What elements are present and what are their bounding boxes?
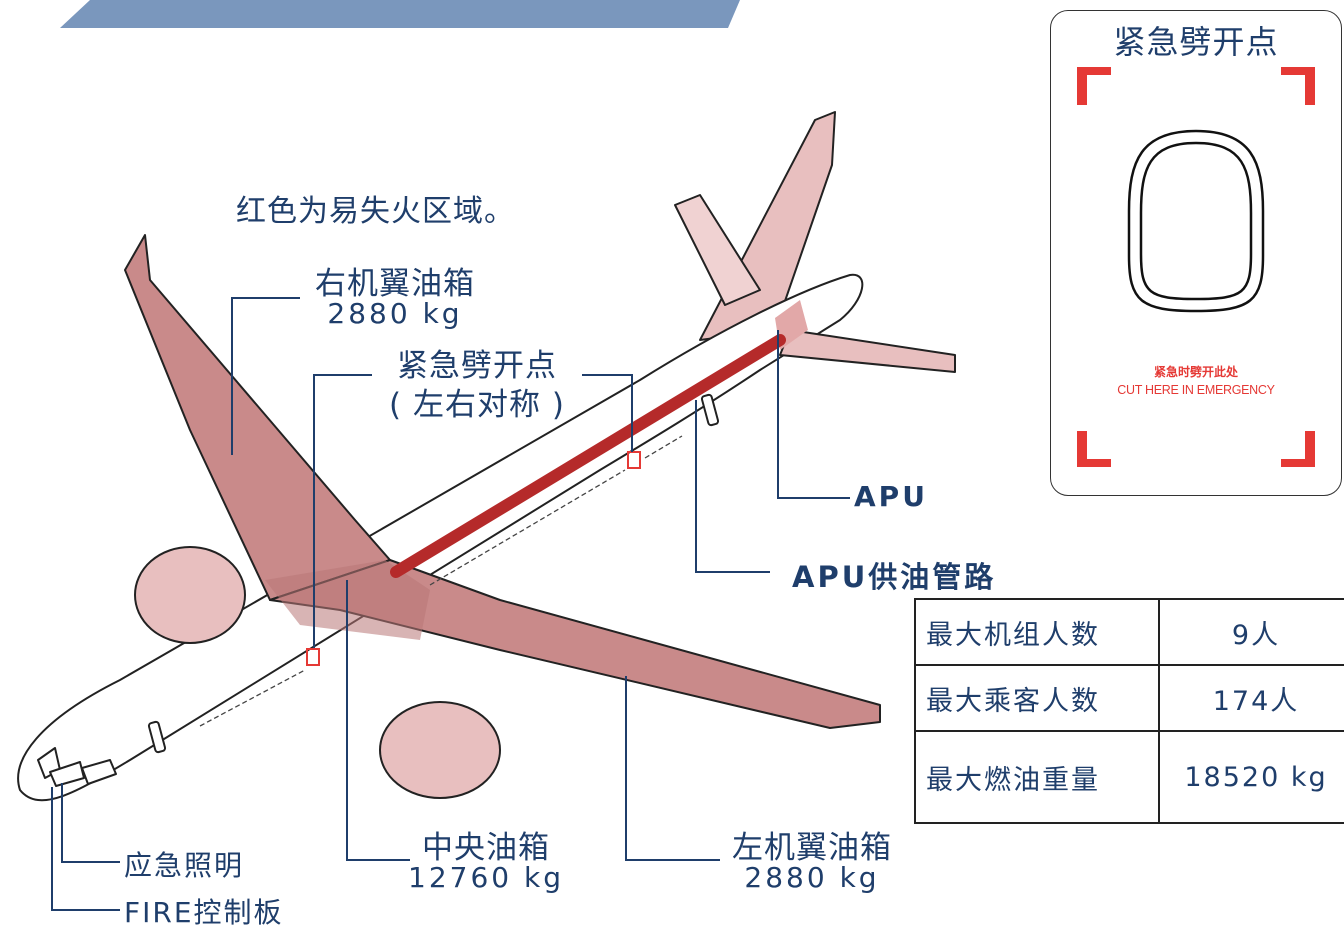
window-row-mid bbox=[429, 469, 626, 586]
corner-mark-tl bbox=[1077, 67, 1111, 105]
leader-center-tank bbox=[346, 580, 410, 861]
emergency-cut-label: 紧急劈开点 ( 左右对称 ) bbox=[362, 340, 592, 424]
leader-right-wing bbox=[231, 297, 300, 455]
spec-value: 18520 kg bbox=[1158, 730, 1344, 824]
center-tank-weight: 12760 kg bbox=[408, 861, 564, 894]
leader-apu bbox=[777, 330, 850, 499]
spec-label: 最大乘客人数 bbox=[914, 664, 1160, 732]
emergency-cut-name: 紧急劈开点 bbox=[397, 348, 557, 384]
leader-cut-right bbox=[582, 374, 633, 452]
right-wing-tank-name: 右机翼油箱 bbox=[315, 266, 475, 302]
apu-fuel-line bbox=[390, 334, 786, 578]
center-tank-label: 中央油箱 12760 kg bbox=[396, 822, 576, 894]
window-row-rear bbox=[644, 435, 683, 459]
engine-left bbox=[379, 701, 501, 799]
spec-row: 最大乘客人数 174人 bbox=[914, 664, 1344, 732]
spec-row: 最大机组人数 9人 bbox=[914, 598, 1344, 666]
spec-table: 最大机组人数 9人 最大乘客人数 174人 最大燃油重量 18520 kg bbox=[914, 598, 1344, 824]
right-wing-tank-weight: 2880 kg bbox=[327, 297, 463, 330]
door-rear bbox=[700, 393, 720, 427]
wing-right bbox=[124, 234, 391, 601]
corner-mark-br bbox=[1281, 431, 1315, 467]
cut-mark-left bbox=[306, 648, 320, 666]
emergency-cut-sub: ( 左右对称 ) bbox=[389, 387, 565, 423]
spec-label: 最大燃油重量 bbox=[914, 730, 1160, 824]
center-tank-name: 中央油箱 bbox=[422, 830, 550, 866]
spec-value: 9人 bbox=[1158, 598, 1344, 666]
window-outline-inner bbox=[1139, 141, 1253, 301]
apu-label: APU bbox=[854, 480, 928, 513]
cut-panel-title: 紧急劈开点 bbox=[1113, 23, 1279, 61]
left-wing-tank-label: 左机翼油箱 2880 kg bbox=[712, 822, 912, 894]
leader-fire-panel bbox=[51, 787, 120, 911]
cut-mark-right bbox=[627, 451, 641, 469]
apu-fuel-line-label: APU供油管路 bbox=[792, 560, 997, 594]
spec-value: 174人 bbox=[1158, 664, 1344, 732]
cut-text-en: CUT HERE IN EMERGENCY bbox=[1117, 383, 1275, 397]
emergency-cut-panel: 紧急劈开点 紧急时劈开此处 CUT HERE IN EMERGENCY bbox=[1050, 10, 1342, 496]
spec-label: 最大机组人数 bbox=[914, 598, 1160, 666]
left-wing-tank-name: 左机翼油箱 bbox=[732, 830, 892, 866]
header-banner bbox=[60, 0, 740, 28]
cut-text-cn: 紧急时劈开此处 bbox=[1153, 365, 1238, 379]
fire-zone-note: 红色为易失火区域。 bbox=[236, 194, 515, 229]
window-row-front bbox=[199, 669, 306, 727]
horizontal-stabilizer-left bbox=[779, 329, 956, 373]
fuselage bbox=[17, 273, 864, 802]
left-wing-tank-weight: 2880 kg bbox=[744, 861, 880, 894]
cockpit-window-3 bbox=[81, 759, 117, 785]
fire-panel-label: FIRE控制板 bbox=[124, 896, 284, 929]
corner-mark-bl bbox=[1077, 431, 1111, 467]
horizontal-stabilizer-right bbox=[674, 194, 761, 306]
leader-emergency-light bbox=[61, 783, 120, 863]
right-wing-tank-label: 右机翼油箱 2880 kg bbox=[295, 258, 495, 330]
emergency-lighting-label: 应急照明 bbox=[124, 849, 245, 882]
engine-right bbox=[134, 546, 246, 644]
spec-row: 最大燃油重量 18520 kg bbox=[914, 730, 1344, 824]
door-front bbox=[147, 720, 167, 754]
window-outline-outer bbox=[1127, 129, 1265, 313]
cockpit-window-2 bbox=[49, 761, 85, 787]
leader-left-wing bbox=[625, 676, 720, 861]
leader-apu-line bbox=[695, 400, 770, 573]
leader-cut-left bbox=[313, 374, 372, 648]
cut-panel-graphic bbox=[1077, 67, 1315, 467]
corner-mark-tr bbox=[1281, 67, 1315, 105]
